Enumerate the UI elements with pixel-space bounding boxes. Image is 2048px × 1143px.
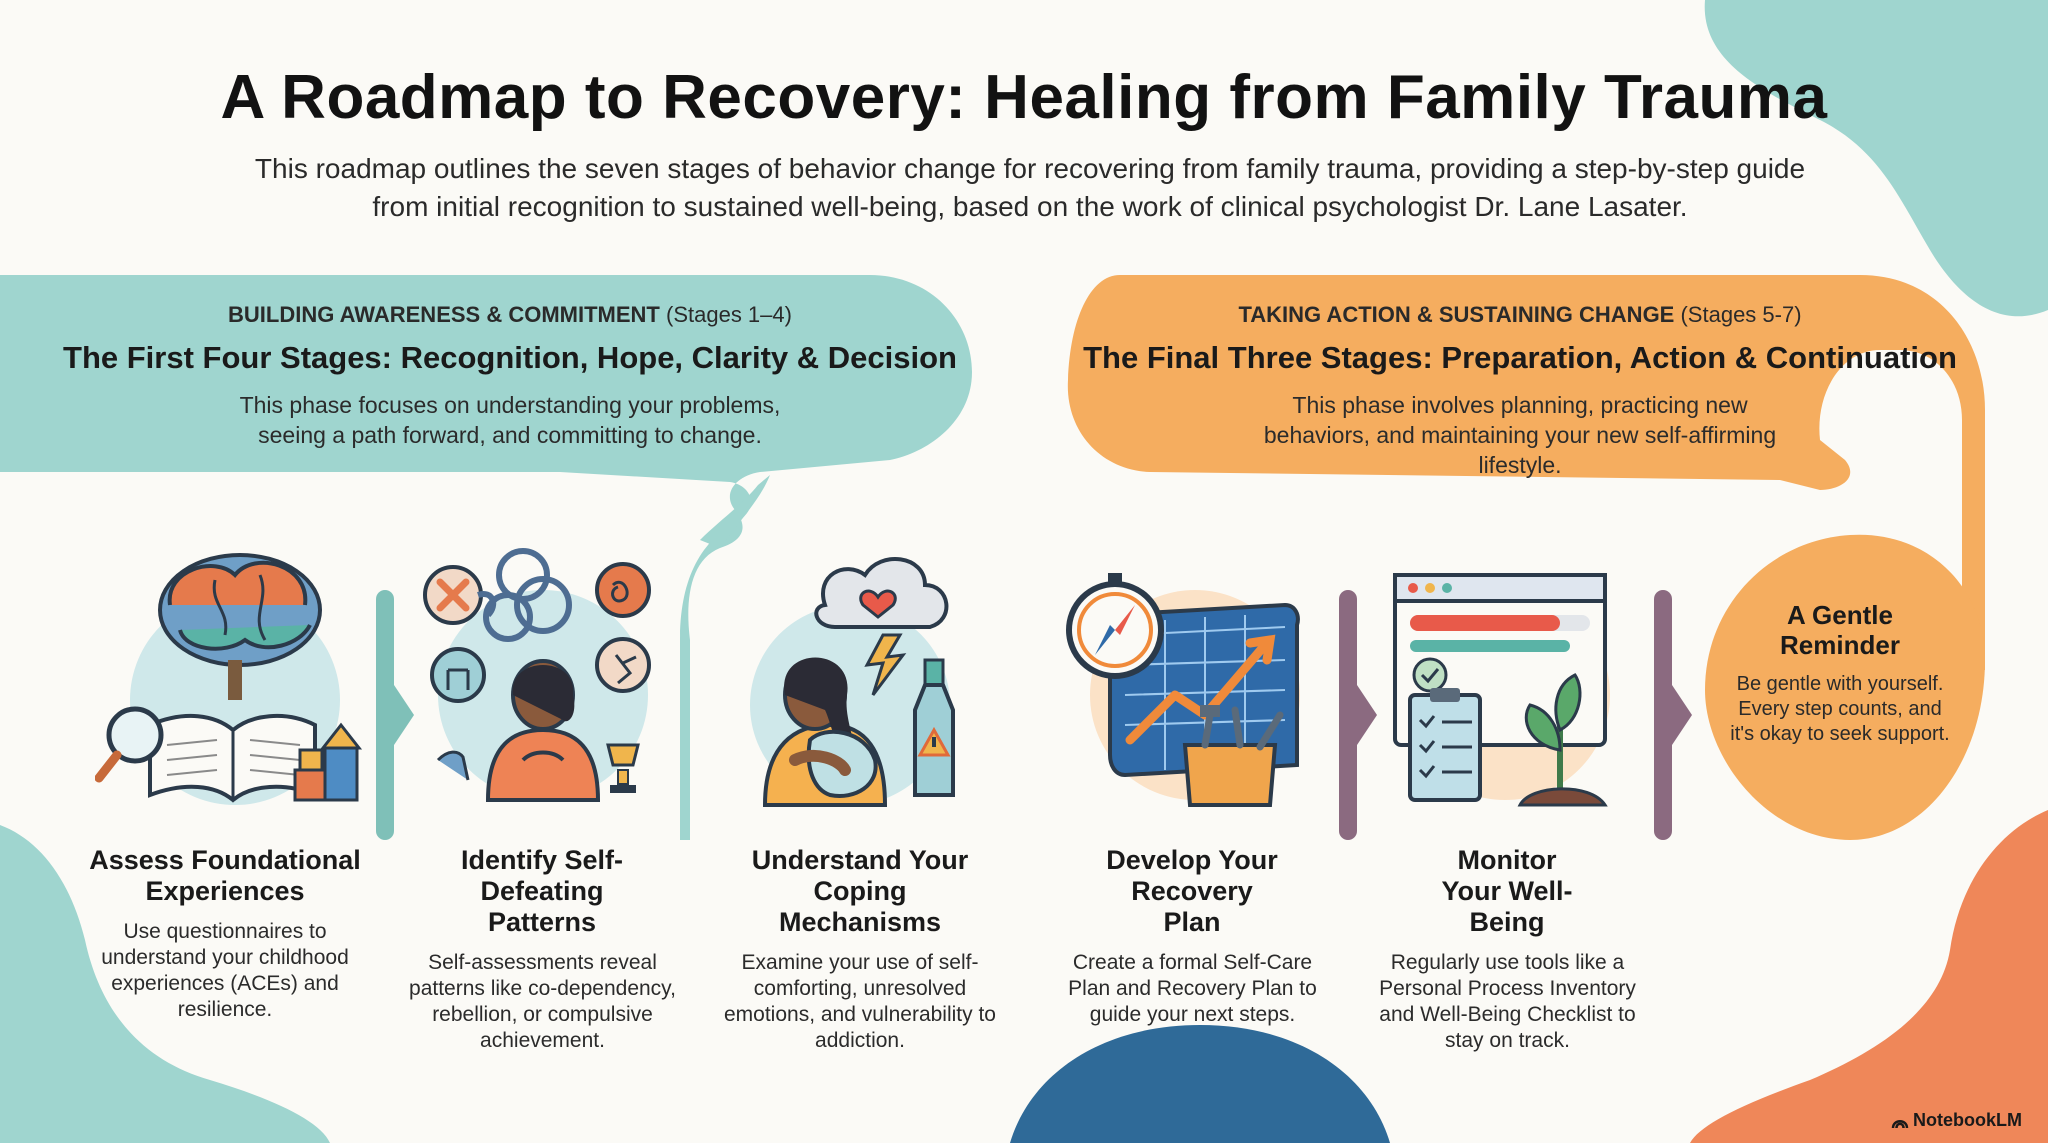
step-3-description: Examine your use of self-comforting, unr…: [724, 951, 996, 1052]
phase-2-title: The Final Three Stages: Preparation, Act…: [1083, 340, 1957, 375]
step-3-title: Understand Your Coping Mechanisms: [751, 845, 969, 937]
phase-2-label: TAKING ACTION & SUSTAINING CHANGE (Stage…: [1238, 302, 1802, 327]
step-card-5: Monitor Your Well-Being Regularly use to…: [1370, 845, 1645, 1054]
step-5-description: Regularly use tools like a Personal Proc…: [1379, 951, 1636, 1052]
monitor-icon: [1393, 573, 1610, 807]
step-card-4: Develop Your Recovery Plan Create a form…: [1055, 845, 1330, 1028]
gentle-reminder: A Gentle Reminder Be gentle with yoursel…: [1715, 600, 1965, 747]
brain-book-icon: [95, 553, 363, 805]
step-2-title: Identify Self-Defeating Patterns: [460, 845, 623, 937]
step-5-title: Monitor Your Well-Being: [1441, 845, 1573, 937]
step-1-description: Use questionnaires to understand your ch…: [101, 920, 349, 1021]
notebooklm-logo-icon: [1891, 1120, 1909, 1129]
step-2-description: Self-assessments reveal patterns like co…: [409, 951, 676, 1052]
page-subtitle: This roadmap outlines the seven stages o…: [254, 153, 1806, 222]
step-card-1: Assess Foundational Experiences Use ques…: [75, 845, 375, 1023]
separator-chevron-2: [1339, 590, 1377, 840]
step-card-2: Identify Self-Defeating Patterns Self-as…: [400, 845, 685, 1054]
phase-1-header: BUILDING AWARENESS & COMMITMENT (Stages …: [60, 302, 960, 450]
phase-1-title: The First Four Stages: Recognition, Hope…: [63, 340, 957, 375]
patterns-icon: [423, 548, 651, 802]
notebooklm-brand: NotebookLM: [1891, 1110, 2022, 1131]
step-1-title: Assess Foundational Experiences: [89, 845, 361, 906]
coping-icon: [750, 557, 955, 807]
phase-1-description: This phase focuses on understanding your…: [239, 392, 781, 448]
step-4-title: Develop Your Recovery Plan: [1106, 845, 1278, 937]
page-title: A Roadmap to Recovery: Healing from Fami…: [220, 63, 1828, 132]
step-4-description: Create a formal Self-Care Plan and Recov…: [1068, 951, 1317, 1026]
reminder-title: A Gentle Reminder: [1780, 600, 1900, 660]
separator-chevron-1: [376, 590, 414, 840]
separator-chevron-3: [1654, 590, 1692, 840]
phase-2-header: TAKING ACTION & SUSTAINING CHANGE (Stage…: [1080, 302, 1960, 480]
plan-icon: [1066, 573, 1300, 807]
reminder-text: Be gentle with yourself. Every step coun…: [1730, 673, 1950, 745]
step-card-3: Understand Your Coping Mechanisms Examin…: [720, 845, 1000, 1054]
phase-2-description: This phase involves planning, practicing…: [1263, 392, 1777, 478]
phase-1-label: BUILDING AWARENESS & COMMITMENT (Stages …: [228, 302, 792, 327]
